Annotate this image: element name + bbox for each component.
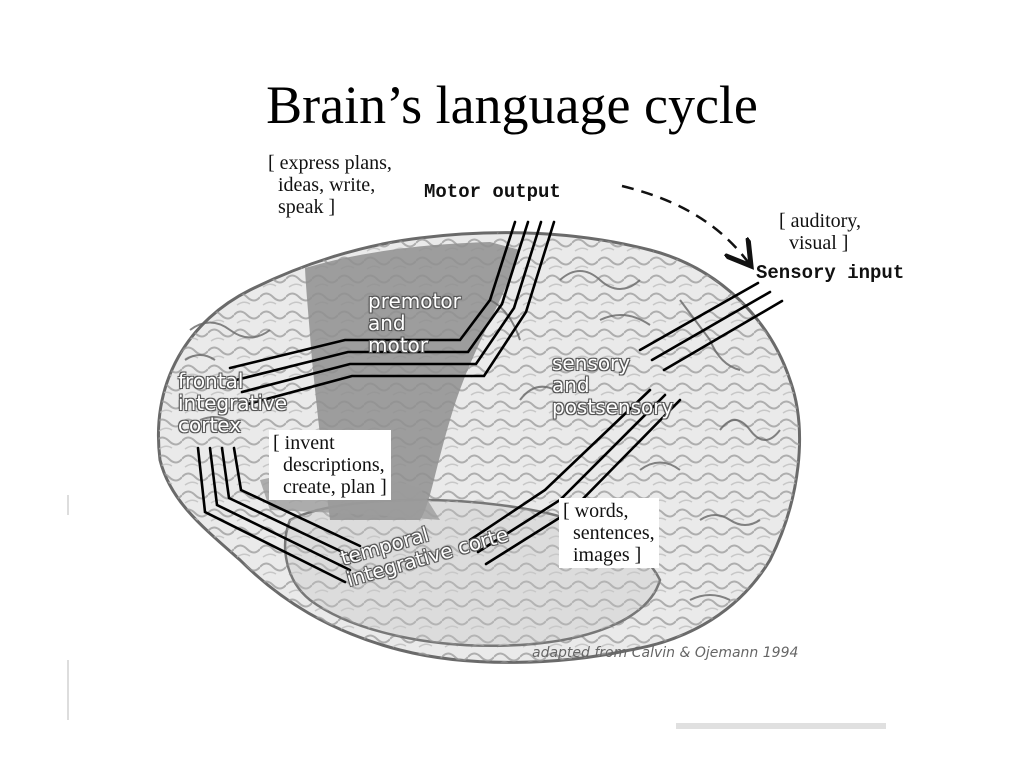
slide-title: Brain’s language cycle <box>266 75 758 135</box>
feedback-arrow <box>621 184 748 262</box>
region-frontal-cortex: frontal integrative cortex <box>178 369 288 437</box>
annotation-invent: [ invent descriptions, create, plan ] <box>269 430 391 500</box>
annotation-auditory: [ auditory, visual ] <box>779 210 862 254</box>
region-premotor-motor: premotor and motor <box>368 289 461 357</box>
region-sensory-postsensory: sensory and postsensory <box>552 351 674 419</box>
annotation-express: [ express plans, ideas, write, speak ] <box>268 152 392 218</box>
source-credit: adapted from Calvin & Ojemann 1994 <box>532 645 799 661</box>
label-sensory-input: Sensory input <box>756 262 905 284</box>
label-motor-output: Motor output <box>424 181 561 203</box>
annotation-words: [ words, sentences, images ] <box>559 498 659 568</box>
